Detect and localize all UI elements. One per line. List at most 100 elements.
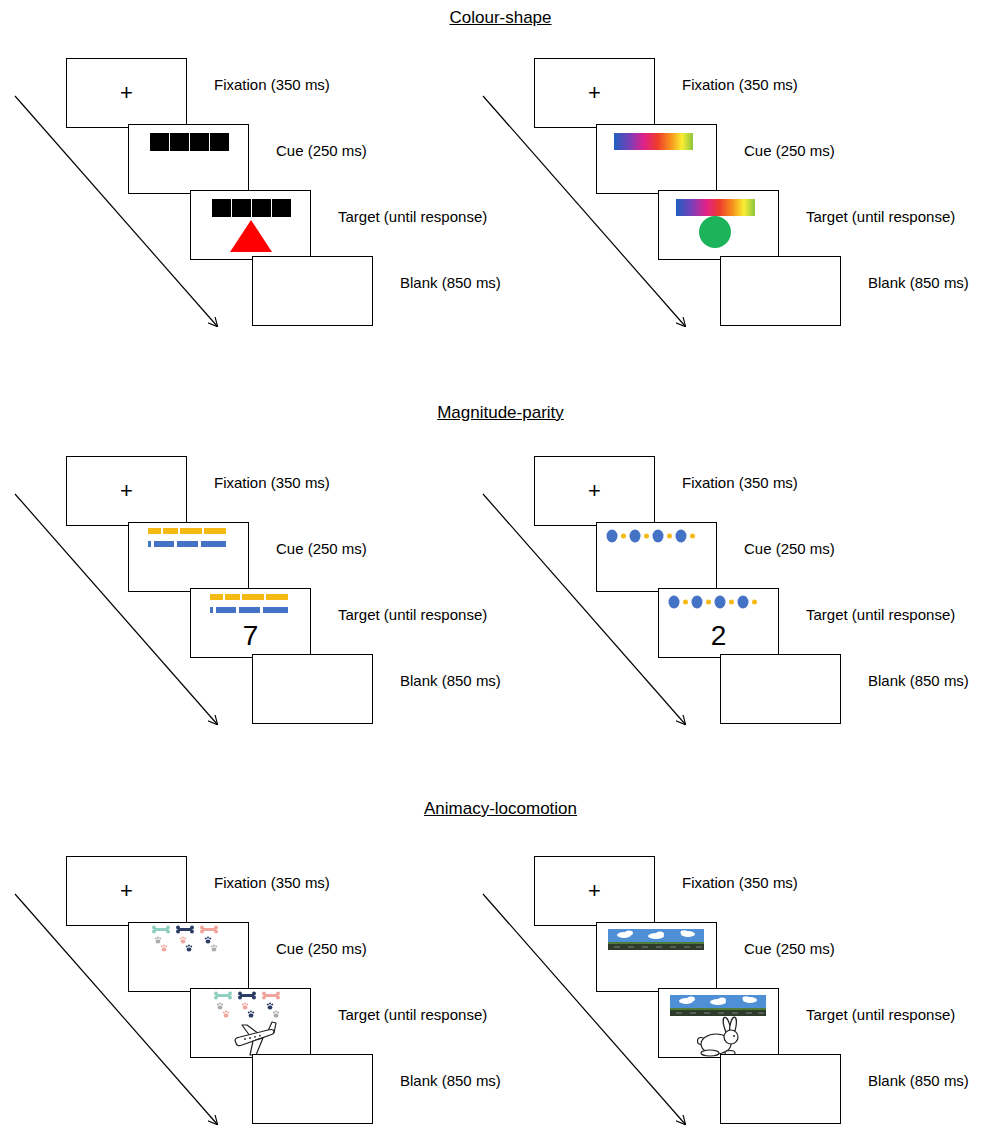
fixation-screen: +Fixation (350 ms) <box>66 58 187 128</box>
target-screen: Target (until response) <box>658 190 779 260</box>
screen-label: Blank (850 ms) <box>400 672 501 689</box>
blank-screen: Blank (850 ms) <box>252 1054 373 1124</box>
screen-label: Target (until response) <box>806 1006 955 1023</box>
screen-label-wrap: Cue (250 ms) <box>276 142 367 160</box>
screen-label-wrap: Fixation (350 ms) <box>682 76 798 94</box>
black-squares-cue <box>128 124 249 194</box>
screen-label-wrap: Target (until response) <box>806 208 955 226</box>
screen-label-wrap: Blank (850 ms) <box>400 274 501 292</box>
blank-screen: Blank (850 ms) <box>252 654 373 724</box>
screen-label-wrap: Fixation (350 ms) <box>682 874 798 892</box>
screen-label: Target (until response) <box>806 606 955 623</box>
screen-label: Blank (850 ms) <box>868 1072 969 1089</box>
section-heading-row: Colour-shape <box>0 7 1001 29</box>
screen-label-wrap: Cue (250 ms) <box>276 540 367 558</box>
screen-label-wrap: Fixation (350 ms) <box>682 474 798 492</box>
green-circle <box>658 190 779 260</box>
fixation-cross: + <box>588 879 601 903</box>
screen-label: Cue (250 ms) <box>744 940 835 957</box>
fixation-cross: + <box>120 879 133 903</box>
blank-screen: Blank (850 ms) <box>720 256 841 326</box>
screen-label-wrap: Blank (850 ms) <box>400 1072 501 1090</box>
target-digit-wrap: 7 <box>191 620 310 652</box>
target-digit-wrap: 2 <box>659 620 778 652</box>
rabbit-drawing <box>658 988 779 1058</box>
screen-label: Fixation (350 ms) <box>214 76 330 93</box>
screen-label-wrap: Cue (250 ms) <box>744 540 835 558</box>
screen-label: Cue (250 ms) <box>276 540 367 557</box>
cue-screen: Cue (250 ms) <box>596 522 717 592</box>
target-screen: 2Target (until response) <box>658 588 779 658</box>
screen-label: Target (until response) <box>338 1006 487 1023</box>
screen-label-wrap: Target (until response) <box>338 208 487 226</box>
fixation-screen: +Fixation (350 ms) <box>534 856 655 926</box>
fixation-cross: + <box>588 81 601 105</box>
target-screen: Target (until response) <box>190 190 311 260</box>
screen-label-wrap: Cue (250 ms) <box>276 940 367 958</box>
fixation-screen: +Fixation (350 ms) <box>534 456 655 526</box>
airplane-drawing <box>190 988 311 1058</box>
red-triangle <box>190 190 311 260</box>
screen-label: Target (until response) <box>806 208 955 225</box>
fixation-screen: +Fixation (350 ms) <box>534 58 655 128</box>
screen-label: Cue (250 ms) <box>744 540 835 557</box>
target-digit: 2 <box>711 620 727 651</box>
screen-label: Blank (850 ms) <box>400 274 501 291</box>
fixation-cross: + <box>120 479 133 503</box>
blank-screen: Blank (850 ms) <box>252 256 373 326</box>
fixation-screen: +Fixation (350 ms) <box>66 456 187 526</box>
fixation-screen: +Fixation (350 ms) <box>66 856 187 926</box>
target-digit: 7 <box>243 620 259 651</box>
tracks-cue <box>128 922 249 992</box>
screen-label: Target (until response) <box>338 606 487 623</box>
screen-label: Blank (850 ms) <box>868 672 969 689</box>
cue-screen: Cue (250 ms) <box>596 124 717 194</box>
blank-screen: Blank (850 ms) <box>720 1054 841 1124</box>
blank-screen: Blank (850 ms) <box>720 654 841 724</box>
cue-screen: Cue (250 ms) <box>596 922 717 992</box>
fixation-cross-wrap: + <box>535 59 654 127</box>
rainbow-cue <box>596 124 717 194</box>
fixation-cross-wrap: + <box>67 457 186 525</box>
dots-cue <box>596 522 717 592</box>
fixation-cross-wrap: + <box>67 857 186 925</box>
screen-label-wrap: Fixation (350 ms) <box>214 874 330 892</box>
section-heading-row: Magnitude-parity <box>0 402 1001 424</box>
cue-screen: Cue (250 ms) <box>128 124 249 194</box>
screen-label-wrap: Fixation (350 ms) <box>214 76 330 94</box>
target-screen: Target (until response) <box>658 988 779 1058</box>
screen-label-wrap: Blank (850 ms) <box>400 672 501 690</box>
screen-label-wrap: Target (until response) <box>338 1006 487 1024</box>
screen-label: Cue (250 ms) <box>744 142 835 159</box>
screen-label: Cue (250 ms) <box>276 940 367 957</box>
fixation-cross: + <box>588 479 601 503</box>
screen-label: Cue (250 ms) <box>276 142 367 159</box>
section-heading-row: Animacy-locomotion <box>0 798 1001 820</box>
fixation-cross: + <box>120 81 133 105</box>
screen-label-wrap: Cue (250 ms) <box>744 940 835 958</box>
bars-cue <box>128 522 249 592</box>
target-screen: 7Target (until response) <box>190 588 311 658</box>
screen-label: Blank (850 ms) <box>868 274 969 291</box>
screen-label: Blank (850 ms) <box>400 1072 501 1089</box>
sky-road-cue <box>596 922 717 992</box>
screen-label: Fixation (350 ms) <box>682 474 798 491</box>
screen-label-wrap: Blank (850 ms) <box>868 274 969 292</box>
target-screen: Target (until response) <box>190 988 311 1058</box>
screen-label-wrap: Target (until response) <box>806 1006 955 1024</box>
cue-screen: Cue (250 ms) <box>128 522 249 592</box>
screen-label-wrap: Blank (850 ms) <box>868 672 969 690</box>
section-heading: Colour-shape <box>449 8 551 27</box>
screen-label-wrap: Cue (250 ms) <box>744 142 835 160</box>
tracks-cue <box>190 988 311 1058</box>
cue-screen: Cue (250 ms) <box>128 922 249 992</box>
screen-label-wrap: Blank (850 ms) <box>868 1072 969 1090</box>
screen-label: Fixation (350 ms) <box>682 76 798 93</box>
screen-label: Fixation (350 ms) <box>214 874 330 891</box>
screen-label-wrap: Target (until response) <box>338 606 487 624</box>
fixation-cross-wrap: + <box>67 59 186 127</box>
screen-label-wrap: Target (until response) <box>806 606 955 624</box>
section-heading: Animacy-locomotion <box>424 799 577 818</box>
section-heading: Magnitude-parity <box>437 403 564 422</box>
